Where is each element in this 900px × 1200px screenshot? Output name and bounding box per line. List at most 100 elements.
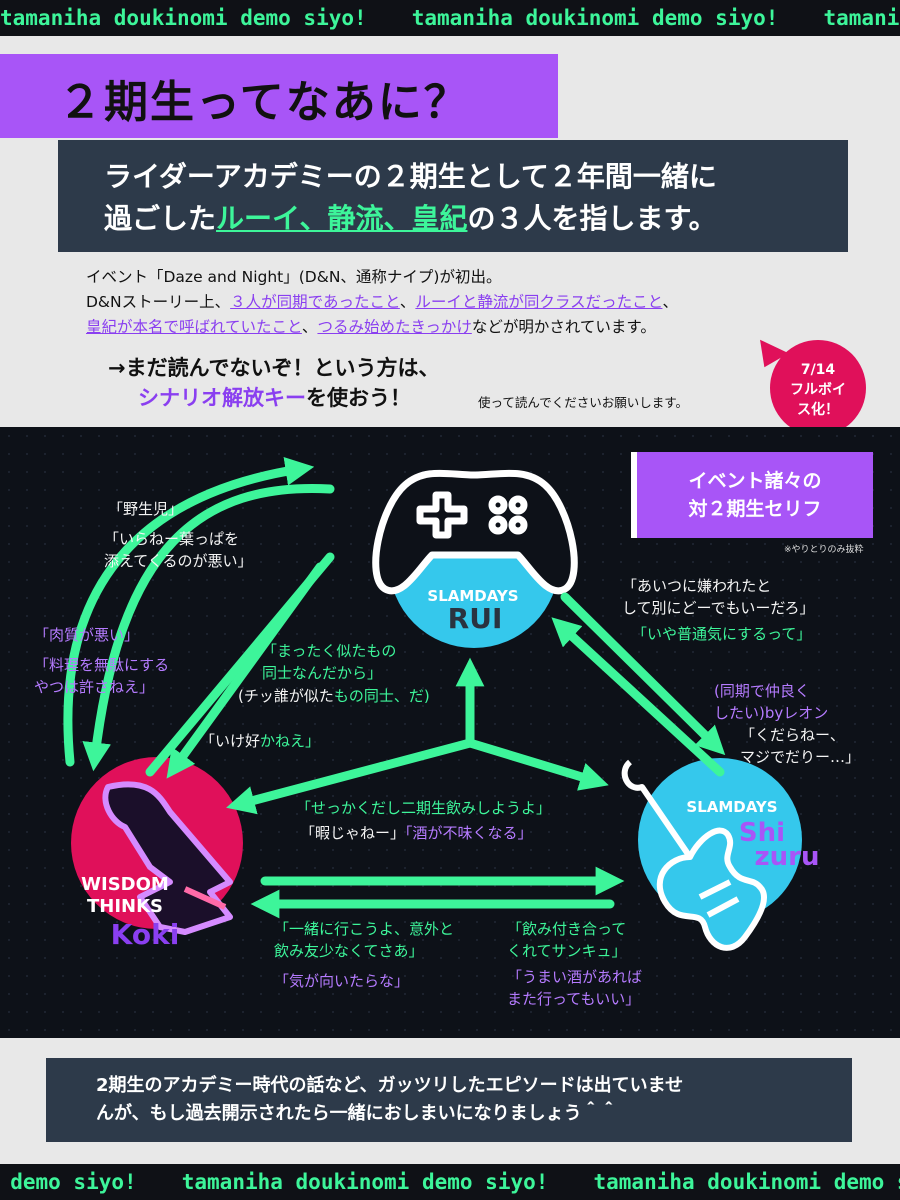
quote-line: (同期で仲良く (714, 682, 810, 700)
desc-line-1: イベント「Daze and Night」(D&N、通称ナイプ)が初出。 (86, 268, 502, 286)
ticker-text: tamaniha doukinomi demo siyo! (181, 1170, 549, 1194)
lead-text: ライダーアカデミーの２期生として２年間一緒に 過ごしたルーイ、静流、皇紀の３人を… (104, 156, 844, 240)
lead-pre: 過ごした (104, 202, 217, 235)
quote-line: したい)byレオン (714, 704, 829, 722)
guitar-icon (621, 759, 767, 951)
footer-line: んが、もし過去開示されたら一緒におしまいになりましょう＾＾ (96, 1103, 618, 1124)
scenario-key-label: シナリオ解放キー (138, 386, 306, 410)
koki-unit-a: WISDOM (81, 874, 169, 895)
lead-names: ルーイ、静流、皇紀 (216, 202, 468, 235)
ticker-text: tamaniha doukinomi demo siyo! (0, 1170, 137, 1194)
quote-part: (チッ誰が似た (238, 687, 334, 705)
quote-yaseiji: 「野生児」 (108, 500, 184, 518)
quote-line: マジでだりー…」 (740, 748, 861, 766)
rui-unit-label: SLAMDAYS (427, 587, 519, 605)
quote-sankyu: 「飲み付き合って くれてサンキュ」 (507, 918, 627, 962)
lead-line-1: ライダーアカデミーの２期生として２年間一緒に (104, 160, 717, 193)
quote-line: 同士なんだから」 (262, 664, 383, 682)
badge-line: 7/14 (800, 362, 836, 378)
quote-line: 「いらねー葉っぱを (104, 530, 240, 548)
arrow-center-to-shizuru (465, 738, 609, 791)
quote-line: 「まったく似たもの (262, 642, 397, 660)
gamepad-icon (372, 469, 578, 595)
koki-unit-b: THINKS (86, 896, 164, 917)
top-ticker: tamaniha doukinomi demo siyo! tamaniha d… (0, 0, 900, 36)
quote-happa: 「いらねー葉っぱを 添えてくるのが悪い」 (104, 528, 253, 572)
arrow-koki-to-rui-outer (63, 456, 315, 767)
arrow-center-to-koki (226, 738, 475, 815)
quote-kirawareta: 「あいつに嫌われたと して別にどーでもいーだろ」 (622, 575, 814, 619)
quote-leon: (同期で仲良く したい)byレオン (714, 680, 828, 724)
cta-scenario: シナリオ解放キーを使おう！ (138, 382, 411, 412)
quote-himajanee: 「暇じゃねー」「酒が不味くなる」 (300, 822, 533, 844)
quote-part: 「酒が不味くなる」 (405, 824, 533, 842)
desc-highlight: つるみ始めたきっかけ (317, 318, 472, 336)
quote-part: 「いけ好 (200, 732, 261, 750)
quote-line: 「くだらねー、 (740, 726, 845, 744)
quote-kudaranee: 「くだらねー、 マジでだりー…」 (740, 724, 860, 768)
quote-line: して別にどーでもいーだろ」 (622, 599, 815, 617)
arrow-rui-to-koki-inner (166, 562, 325, 779)
event-quotes-box: イベント諸々の 対２期生セリフ (631, 452, 873, 538)
rui-name-label: RUI (447, 602, 503, 635)
koki-name: Koki (110, 918, 180, 951)
quote-ikesuka: 「いけ好かねえ」 (200, 730, 320, 752)
arrow-shizuru-to-rui (551, 617, 725, 777)
cta-post: を使おう！ (306, 386, 411, 410)
arrow-rui-to-shizuru (560, 592, 726, 756)
cta-arrow-text: →まだ読んでないぞ！という方は、 (108, 356, 440, 380)
quote-nikushitsu: 「肉質が悪い」 (34, 626, 140, 644)
desc-line-3: 皇紀が本名で呼ばれていたこと、つるみ始めたきっかけなどが明かされています。 (86, 315, 866, 340)
blade-icon (102, 781, 233, 935)
quote-line: やつは許さねえ」 (34, 678, 155, 696)
badge-line: ス化！ (797, 402, 839, 418)
shizuru-unit-label: SLAMDAYS (686, 798, 778, 816)
quote-part: 「暇じゃねー」 (300, 824, 406, 842)
desc-text: などが明かされています。 (471, 318, 656, 336)
quote-nomi: 「せっかくだし二期生飲みしようよ」 (296, 799, 552, 817)
page-title: ２期生ってなあに？ (58, 77, 470, 128)
lead-line-2: 過ごしたルーイ、静流、皇紀の３人を指します。 (104, 198, 844, 240)
desc-highlight: 皇紀が本名で呼ばれていたこと (86, 318, 302, 336)
relationship-arrows (63, 456, 726, 919)
desc-highlight: ルーイと静流が同クラスだったこと (415, 293, 663, 311)
footer-box (46, 1058, 852, 1142)
cta-note: 使って読んでくださいお願いします。 (478, 395, 689, 410)
quote-line: 飲み友少なくてさあ」 (274, 942, 424, 960)
quote-line: 添えてくるのが悪い」 (104, 552, 253, 570)
lead-post: の３人を指します。 (467, 202, 717, 235)
relationship-diagram (63, 456, 802, 951)
quote-ryouri: 「料理を無駄にする やつは許さねえ」 (34, 654, 169, 698)
event-note: ※やりとりのみ抜粋 (784, 545, 864, 555)
footer-text: 2期生のアカデミー時代の話など、ガッツリしたエピソードは出ていませ んが、もし過… (96, 1072, 816, 1128)
desc-highlight: ３人が同期であったこと (230, 293, 400, 311)
quote-chi: (チッ誰が似たもの同士、だ) (238, 685, 430, 707)
bottom-ticker: tamaniha doukinomi demo siyo! tamaniha d… (0, 1164, 900, 1200)
shizuru-name-b: zuru (754, 842, 820, 872)
desc-text: 、 (301, 318, 318, 336)
quote-line: 「うまい酒があれば (507, 968, 643, 986)
badge-line: フルボイ (790, 382, 846, 398)
quote-line: 「一緒に行こうよ、意外と (274, 920, 455, 938)
desc-line-2: D&Nストーリー上、３人が同期であったこと、ルーイと静流が同クラスだったこと、 (86, 290, 866, 315)
quote-nitamono: 「まったく似たもの 同士なんだから」 (262, 640, 396, 684)
quote-kigamuitara: 「気が向いたらな」 (274, 972, 410, 990)
shizuru-name-a: Shi (738, 818, 786, 848)
ticker-text: tamaniha doukinomi demo siyo! (0, 6, 367, 30)
event-box-line: 対２期生セリフ (688, 498, 822, 520)
desc-text: 、 (662, 293, 678, 311)
quote-line: 「あいつに嫌われたと (622, 577, 772, 595)
quote-line: また行ってもいい」 (507, 990, 641, 1008)
quote-issho: 「一緒に行こうよ、意外と 飲み友少なくてさあ」 (274, 918, 454, 962)
ticker-text: tamaniha doukinomi demo siyo! (593, 1170, 900, 1194)
ticker-text: tamaniha doukinomi demo siyo! (823, 6, 900, 30)
fullvoice-badge: 7/14 フルボイ ス化！ (770, 340, 866, 436)
quote-futsuu: 「いや普通気にするって」 (632, 625, 812, 643)
footer-line: 2期生のアカデミー時代の話など、ガッツリしたエピソードは出ていませ (96, 1075, 684, 1096)
desc-text: D&Nストーリー上、 (86, 293, 231, 311)
title-band (0, 54, 558, 138)
arrow-rui-to-koki-outer (82, 484, 335, 772)
quote-umaisake: 「うまい酒があれば また行ってもいい」 (507, 966, 642, 1010)
quote-line: 「飲み付き合って (507, 920, 627, 938)
ticker-text: tamaniha doukinomi demo siyo! (411, 6, 779, 30)
